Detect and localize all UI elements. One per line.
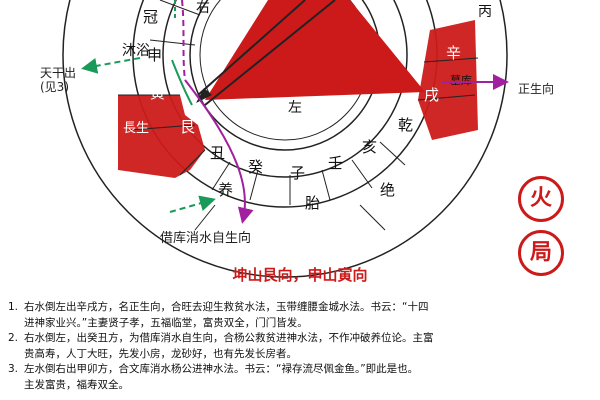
rule-line: 右水倒左出辛戌方，名正生向，合旺去迎生救贫水法，玉带缠腰金城水法。书云：“十四	[24, 301, 429, 313]
ring-label-ren: 壬	[328, 154, 343, 172]
rule-line: 右水倒左，出癸丑方，为借库消水自生向，合杨公救贫进神水法，不作冲破养位论。主富	[24, 332, 434, 344]
ring-label-muku: 墓库	[450, 74, 472, 87]
sector-left-red	[118, 95, 205, 178]
ring-label-muyu: 沐浴	[122, 43, 150, 59]
label-tiangan-out: 天干出 (见3)	[40, 66, 76, 94]
ring-label-xu: 戌	[424, 86, 439, 104]
label-jieku: 借库消水自生向	[160, 231, 252, 246]
flow-lines-green	[81, 0, 216, 213]
central-triangle	[205, 0, 425, 100]
label-tiangan-out-text: 天干出	[40, 66, 77, 80]
ring-label-shen: 申	[147, 46, 162, 64]
flow-lines-purple	[181, 0, 509, 224]
badge-fire: 火	[518, 176, 564, 222]
rule-line: 主发富贵，福寿双全。	[24, 378, 129, 391]
flow-lines-dark	[197, 0, 336, 106]
rule-item: 3. 左水倒右出甲卯方，合文库消水杨公进神水法。书云：“禄存流尽佩金鱼。”即此是…	[8, 362, 592, 393]
division-lines	[118, 0, 479, 231]
ring-label-yin: 寅	[150, 84, 165, 102]
rule-item: 2. 右水倒左，出癸丑方，为借库消水自生向，合杨公救贫进神水法，不作冲破养位论。…	[8, 331, 592, 362]
label-zhengsheng: 正生向	[518, 82, 555, 96]
page-subtitle: 坤山艮向，申山寅向	[232, 266, 368, 284]
ring-label-changsheng: 長生	[123, 121, 149, 136]
ring-label-gui: 癸	[248, 158, 263, 176]
ring-label-zi: 子	[290, 164, 305, 182]
outer-label-jue: 绝	[380, 181, 395, 199]
ring-label-hai: 亥	[362, 138, 377, 156]
rule-line: 贵高寿，人丁大旺，先发小房，龙砂好，也有先发长房者。	[24, 347, 297, 360]
rules-list: 1. 右水倒左出辛戌方，名正生向，合旺去迎生救贫水法，玉带缠腰金城水法。书云：“…	[8, 300, 592, 393]
label-tiangan-out-sub: (见3)	[40, 80, 69, 94]
rule-number: 1.	[8, 301, 19, 313]
ring-label-gen: 艮	[180, 118, 195, 136]
ring-label-bing: 丙	[478, 4, 492, 20]
rule-number: 2.	[8, 332, 19, 344]
rule-line: 左水倒右出甲卯方，合文库消水杨公进神水法。书云：“禄存流尽佩金鱼。”即此是也。	[24, 363, 419, 375]
badge-bureau: 局	[518, 230, 564, 276]
ring-label-guan: 冠	[143, 8, 158, 26]
ring-label-you: 酉	[444, 8, 459, 26]
sector-right-red	[418, 20, 478, 140]
ring-label-qian: 乾	[398, 116, 413, 134]
ring-label-xin: 辛	[446, 44, 461, 62]
outer-label-tai: 胎	[305, 194, 320, 212]
rule-number: 3.	[8, 363, 19, 375]
triangle-label-left: 左	[288, 100, 302, 116]
outer-label-yang: 养	[218, 181, 233, 199]
triangle-label-right: 右	[196, 0, 210, 16]
rule-line: 进神家业兴。”主妻贤子孝，五福临堂，富贵双全，门门皆发。	[24, 316, 308, 329]
red-sectors	[118, 0, 478, 178]
rule-item: 1. 右水倒左出辛戌方，名正生向，合旺去迎生救贫水法，玉带缠腰金城水法。书云：“…	[8, 300, 592, 331]
ring-label-chou: 丑	[210, 144, 225, 162]
